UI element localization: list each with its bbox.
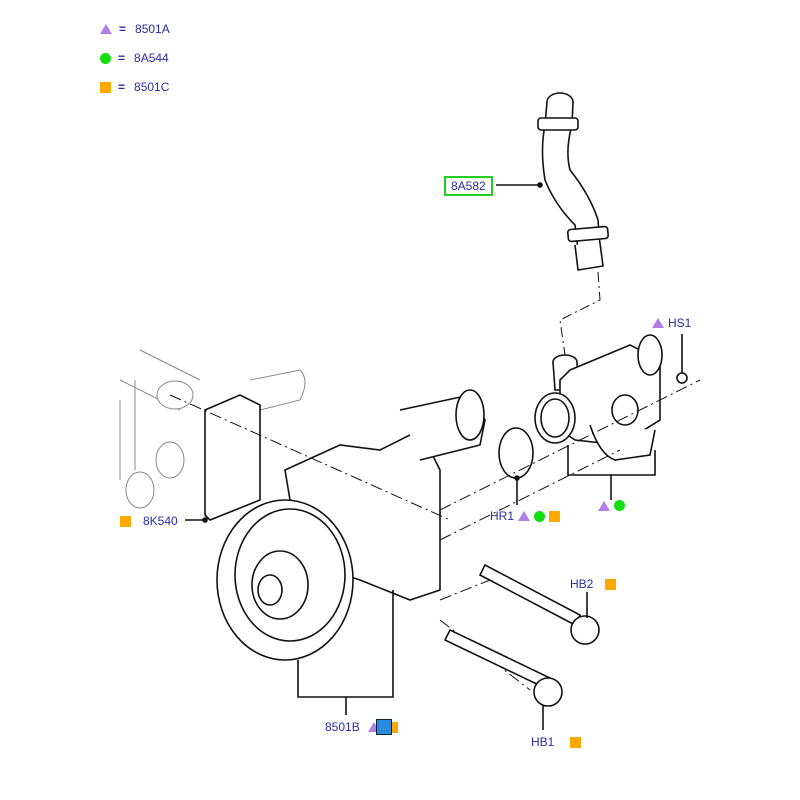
label-text: HB2	[570, 577, 594, 591]
part-label-8k540[interactable]: 8K540	[120, 514, 178, 528]
square-icon	[100, 81, 111, 93]
triangle-icon	[367, 722, 380, 732]
square-icon	[605, 578, 617, 590]
water-pump[interactable]	[216, 389, 486, 661]
legend-code: 8501A	[135, 22, 170, 36]
legend-code: 8501C	[134, 80, 170, 94]
part-label-8501b[interactable]: 8501B	[325, 719, 398, 735]
triangle-icon	[598, 500, 610, 511]
bolt-hb2[interactable]	[478, 563, 600, 645]
label-text: 8K540	[143, 514, 178, 528]
legend-code: 8A544	[134, 51, 169, 65]
legend-row-8a544: = 8A544	[100, 51, 169, 65]
circle-icon	[614, 500, 625, 511]
equals-sign: =	[118, 80, 126, 94]
circle-icon	[100, 52, 111, 64]
bolt-hb1[interactable]	[443, 628, 563, 707]
part-label-8a582[interactable]: 8A582	[444, 176, 493, 196]
square-icon	[391, 721, 398, 733]
pump-gasket[interactable]	[204, 394, 261, 521]
circle-icon	[534, 510, 546, 522]
equals-sign: =	[118, 51, 126, 65]
o-ring[interactable]	[498, 427, 534, 479]
legend-row-8501a: = 8501A	[100, 22, 170, 36]
triangle-icon	[518, 511, 531, 521]
square-icon	[570, 736, 582, 748]
coolant-hose[interactable]	[537, 92, 609, 271]
part-label-hb2[interactable]: HB2	[570, 577, 617, 591]
part-label-hs1[interactable]: HS1	[652, 316, 691, 330]
triangle-icon	[652, 318, 664, 328]
engine-block	[119, 349, 306, 509]
thermostat-housing[interactable]	[534, 334, 663, 461]
tool-icon	[375, 719, 392, 735]
label-text: HR1	[490, 509, 515, 523]
legend-row-8501c: = 8501C	[100, 80, 169, 94]
part-label-hr1[interactable]: HR1	[490, 509, 561, 523]
label-text: 8501B	[325, 720, 360, 734]
triangle-icon	[100, 24, 112, 34]
label-text: HS1	[668, 316, 692, 330]
label-text: HB1	[531, 735, 555, 749]
square-icon	[120, 515, 131, 527]
square-icon	[549, 510, 561, 522]
equals-sign: =	[119, 22, 127, 36]
part-markers-housing[interactable]	[598, 500, 625, 511]
part-label-hb1[interactable]: HB1	[531, 735, 582, 749]
